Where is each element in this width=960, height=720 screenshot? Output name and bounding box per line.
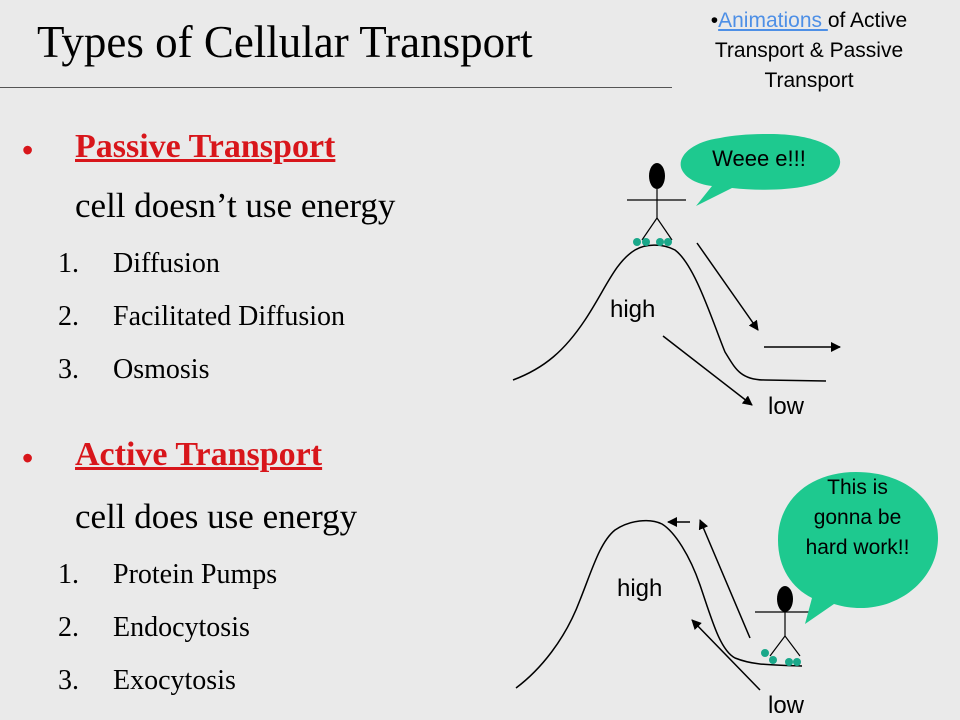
title-divider: [0, 87, 672, 88]
active-list-item: 1. Protein Pumps: [58, 559, 277, 591]
active-list-item: 3. Exocytosis: [58, 665, 236, 697]
list-text: Endocytosis: [113, 612, 250, 643]
bottom-high-label: high: [617, 575, 663, 602]
passive-heading: Passive Transport: [75, 128, 336, 165]
passive-bullet: •: [22, 132, 34, 168]
list-number: 3.: [58, 354, 79, 385]
passive-list-item: 2. Facilitated Diffusion: [58, 301, 345, 333]
list-text: Exocytosis: [113, 665, 236, 696]
list-text: Facilitated Diffusion: [113, 301, 345, 332]
list-number: 2.: [58, 612, 79, 643]
animations-link[interactable]: Animations: [718, 9, 828, 32]
speech-bubble: [680, 134, 841, 206]
passive-list-item: 1. Diffusion: [58, 248, 220, 280]
active-bullet: •: [22, 440, 34, 476]
list-text: Diffusion: [113, 248, 220, 279]
list-text: Osmosis: [113, 354, 210, 385]
top-bubble-text: Weee e!!!: [712, 146, 806, 171]
low-to-high-arrow: [691, 619, 761, 691]
list-number: 1.: [58, 559, 79, 590]
animations-bullet: •: [710, 9, 719, 32]
downhill-arrow: [696, 242, 759, 331]
animations-note-text: of Active Transport & Passive Transport: [714, 9, 908, 92]
top-high-label: high: [610, 296, 656, 323]
list-number: 1.: [58, 248, 79, 279]
bottom-bubble-text: This is gonna be hard work!!: [805, 476, 910, 559]
list-number: 2.: [58, 301, 79, 332]
high-to-low-arrow: [662, 335, 753, 406]
page-title: Types of Cellular Transport: [37, 17, 533, 67]
hill-curve: [512, 244, 827, 382]
hill-curve: [515, 519, 803, 689]
passive-diagram: [512, 134, 841, 406]
bottom-low-label: low: [768, 692, 805, 719]
active-heading: Active Transport: [75, 436, 323, 473]
active-list-item: 2. Endocytosis: [58, 612, 250, 644]
top-low-label: low: [768, 393, 805, 420]
stick-figure: [627, 163, 686, 246]
active-diagram: [515, 472, 938, 691]
passive-list-item: 3. Osmosis: [58, 354, 209, 386]
active-description: cell does use energy: [75, 497, 358, 536]
list-text: Protein Pumps: [113, 559, 278, 590]
animations-note: •Animations of Active Transport & Passiv…: [668, 6, 950, 96]
uphill-arrow: [698, 519, 751, 639]
passive-description: cell doesn’t use energy: [75, 186, 396, 225]
list-number: 3.: [58, 665, 79, 696]
stick-figure: [755, 586, 815, 666]
speech-bubble: [778, 472, 938, 624]
